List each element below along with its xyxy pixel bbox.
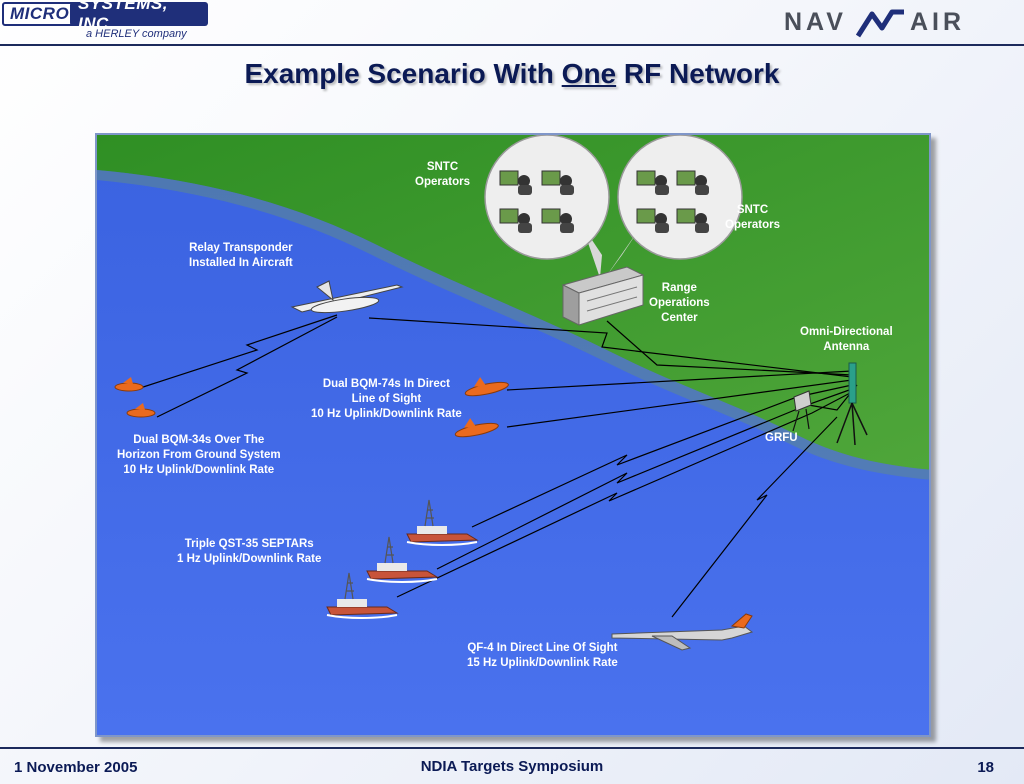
septar-line-1: Triple QST-35 SEPTARs: [184, 538, 314, 550]
navair-left-text: NAV: [784, 8, 847, 36]
link-bqm74a-to-antenna: [506, 370, 853, 391]
operator-icon: [541, 208, 574, 233]
qf4-line-1: QF-4 In Direct Line Of Sight: [467, 642, 618, 654]
omni-line-2: Antenna: [823, 341, 870, 353]
operator-icon: [541, 170, 574, 195]
logo-systems-box: SYSTEMS, INC.: [70, 0, 208, 33]
title-prefix: Example Scenario With: [244, 58, 554, 89]
septar-boat-icon: [406, 499, 479, 546]
range-ops-line-1: Range: [661, 282, 697, 294]
bqm74-drone-icon: [454, 418, 499, 438]
bqm34-label: Dual BQM-34s Over The Horizon From Groun…: [117, 433, 281, 478]
header-divider: [0, 44, 1024, 46]
footer-divider: [0, 747, 1024, 749]
logo-micro-box: MICRO: [2, 2, 78, 26]
footer-date: 1 November 2005: [14, 759, 138, 776]
slide-title: Example Scenario With One RF Network: [0, 58, 1024, 90]
sntc-left-line-1: SNTC: [426, 161, 459, 173]
sntc-right-label: SNTC Operators: [725, 203, 780, 233]
bqm74-line-3: 10 Hz Uplink/Downlink Rate: [311, 408, 462, 420]
footer-event: NDIA Targets Symposium: [420, 758, 604, 775]
link-lines: [136, 314, 858, 618]
operator-icon: [636, 170, 669, 195]
operator-icon: [676, 170, 709, 195]
link-bqm74b-to-antenna: [506, 379, 853, 428]
link-septar-c: [396, 391, 853, 598]
grfu-unit-icon: [792, 390, 812, 432]
omni-antenna-icon: [836, 362, 868, 446]
relay-label: Relay Transponder Installed In Aircraft: [189, 241, 293, 271]
sntc-right-line-2: Operators: [725, 219, 780, 231]
bqm34-drone-icon: [114, 377, 144, 392]
logo-micro-text: MICRO: [10, 4, 70, 23]
building-icon: [561, 266, 645, 326]
scenario-diagram: SNTC Operators SNTC Operators Range Oper…: [95, 133, 931, 737]
navair-wing-icon: [856, 9, 904, 38]
title-emphasis: One: [561, 58, 617, 89]
operator-icon: [499, 170, 532, 195]
sntc-left-line-2: Operators: [415, 176, 470, 188]
bqm74-drone-icon: [464, 377, 509, 397]
omni-line-1: Omni-Directional: [800, 326, 893, 338]
qf4-line-2: 15 Hz Uplink/Downlink Rate: [467, 657, 618, 669]
bqm74-line-2: Line of Sight: [351, 393, 422, 405]
septar-line-2: 1 Hz Uplink/Downlink Rate: [177, 553, 322, 565]
bqm74-line-1: Dual BQM-74s In Direct: [322, 378, 450, 390]
septar-boat-icon: [326, 572, 399, 619]
septar-boat-icon: [366, 536, 439, 583]
link-relay-to-bqm34-b: [156, 316, 338, 418]
link-qf4: [671, 416, 838, 618]
range-ops-line-3: Center: [661, 312, 698, 324]
navair-right-text: AIR: [910, 8, 966, 36]
sntc-bubble-right: [617, 135, 743, 260]
qf4-jet-icon: [611, 613, 754, 651]
septar-label: Triple QST-35 SEPTARs 1 Hz Uplink/Downli…: [177, 537, 321, 567]
range-ops-label: Range Operations Center: [649, 281, 710, 326]
page-number: 18: [977, 759, 994, 776]
logo-systems-text: SYSTEMS, INC.: [78, 0, 168, 33]
bqm34-drone-icon: [126, 403, 156, 418]
sntc-right-line-1: SNTC: [736, 204, 769, 216]
link-septar-a: [471, 384, 853, 528]
link-relay-to-bqm34-a: [136, 314, 338, 390]
link-relay-to-antenna: [368, 317, 853, 378]
link-septar-b: [436, 388, 853, 570]
qf4-label: QF-4 In Direct Line Of Sight 15 Hz Uplin…: [467, 641, 618, 671]
micro-systems-logo: MICRO SYSTEMS, INC. a HERLEY company: [2, 0, 208, 42]
grfu-label: GRFU: [765, 432, 798, 444]
relay-line-1: Relay Transponder: [189, 242, 293, 254]
operator-icon: [499, 208, 532, 233]
sntc-bubble-left: [484, 135, 610, 260]
navair-logo: NAV AIR: [784, 8, 994, 38]
bqm34-line-3: 10 Hz Uplink/Downlink Rate: [123, 464, 275, 476]
bqm34-line-1: Dual BQM-34s Over The: [133, 434, 265, 446]
beach-strip: [97, 170, 929, 480]
logo-tagline: a HERLEY company: [86, 28, 187, 40]
bqm34-line-2: Horizon From Ground System: [117, 449, 281, 461]
bqm74-label: Dual BQM-74s In Direct Line of Sight 10 …: [311, 377, 462, 422]
operator-icon: [636, 208, 669, 233]
relay-aircraft-icon: [290, 280, 404, 314]
sntc-left-label: SNTC Operators: [415, 160, 470, 190]
omni-antenna-label: Omni-Directional Antenna: [800, 325, 893, 355]
scenario-svg: [97, 135, 929, 735]
operator-icon: [676, 208, 709, 233]
range-ops-line-2: Operations: [649, 297, 710, 309]
relay-line-2: Installed In Aircraft: [189, 257, 293, 269]
title-suffix: RF Network: [623, 58, 780, 89]
